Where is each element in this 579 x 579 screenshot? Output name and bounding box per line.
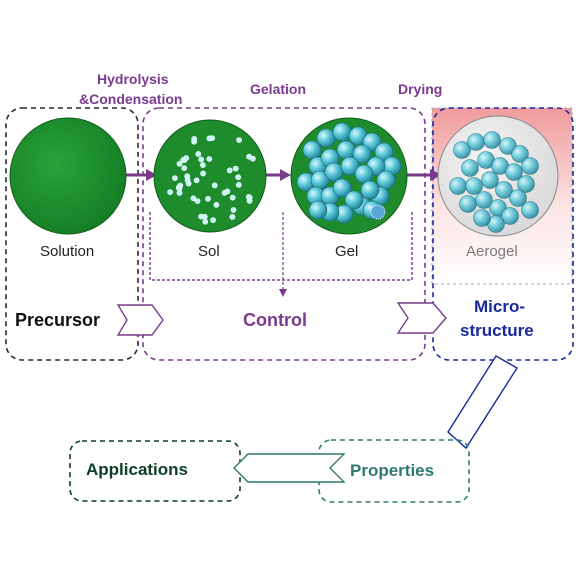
step-label-condensation: &Condensation <box>79 91 183 107</box>
section-label-properties: Properties <box>350 461 435 480</box>
stage-label-solution: Solution <box>40 243 95 260</box>
section-label-applications: Applications <box>86 460 189 479</box>
solution-circle <box>9 117 127 235</box>
sol-circle <box>153 119 267 233</box>
stage-label-sol: Sol <box>198 243 220 260</box>
step-label-gelation: Gelation <box>250 81 307 97</box>
step-label-hydrolysis: Hydrolysis <box>97 71 169 87</box>
gel-control-arrowhead <box>279 289 287 297</box>
drying-arrow <box>404 169 442 181</box>
micro-properties-connector <box>447 355 518 450</box>
section-label-control: Control <box>243 310 307 330</box>
properties-box <box>318 439 470 503</box>
microstructure-chevron <box>396 302 447 334</box>
microstructure-box <box>432 107 574 361</box>
sol-particles <box>167 135 256 225</box>
section-label-precursor: Precursor <box>15 310 101 330</box>
gelation-arrow <box>264 169 291 181</box>
section-label-micro: Micro- <box>474 297 525 316</box>
precursor-chevron <box>116 304 164 336</box>
stage-label-gel: Gel <box>335 243 359 260</box>
control-box <box>142 107 426 361</box>
stage-label-aerogel: Aerogel <box>466 243 518 260</box>
properties-applications-arrow <box>233 453 346 483</box>
section-label-structure: structure <box>460 321 534 340</box>
gel-network <box>296 122 402 224</box>
aerogel-network <box>449 131 539 233</box>
step-label-drying: Drying <box>398 81 443 97</box>
precursor-box <box>5 107 139 361</box>
hydrolysis-arrow <box>126 169 157 181</box>
